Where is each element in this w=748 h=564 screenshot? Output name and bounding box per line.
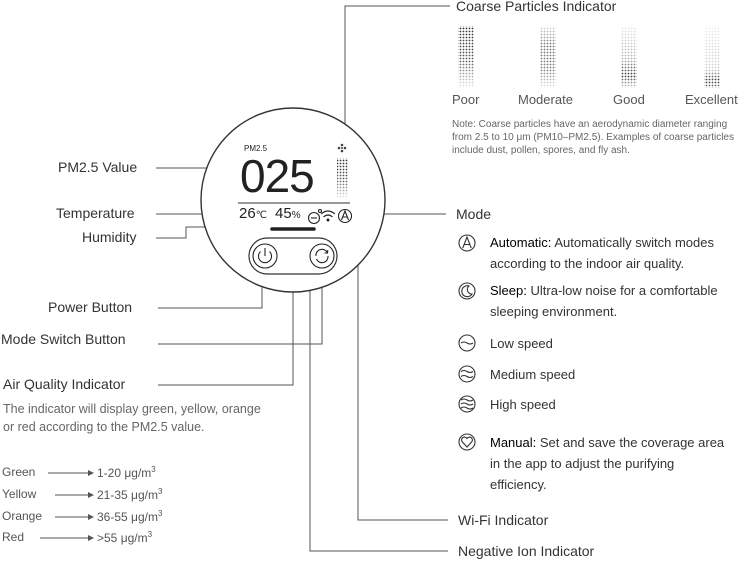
range-yellow: Yellow: [2, 487, 37, 501]
humidity-label: Humidity: [82, 229, 137, 245]
sleep-desc: Sleep: Ultra-low noise for a comfortable…: [490, 283, 718, 319]
level-poor-label: Poor: [452, 92, 480, 107]
device-panel: [200, 107, 386, 293]
manual-desc: Manual: Set and save the coverage area i…: [490, 435, 725, 492]
mode-switch-icon: [309, 243, 335, 269]
wifi-icon: [320, 210, 336, 222]
mode-switch-label: Mode Switch Button: [1, 331, 126, 347]
medium-speed-label: Medium speed: [490, 367, 576, 382]
negative-ion-icon: [307, 208, 323, 225]
power-button-label: Power Button: [48, 299, 133, 315]
level-moderate-label: Moderate: [518, 92, 573, 107]
auto-mode-icon: [337, 208, 353, 224]
pm-value: 025: [240, 150, 315, 202]
air-quality-desc: The indicator will display green, yellow…: [3, 402, 261, 434]
high-speed-icon: [458, 395, 476, 413]
power-icon: [252, 243, 278, 269]
device-coarse-bar: [337, 143, 347, 153]
ion-leader: [309, 220, 448, 552]
medium-speed-icon: [458, 365, 476, 383]
level-good-label: Good: [613, 92, 645, 107]
low-speed-icon: [458, 334, 476, 352]
range-red-value: >55 μg/m3: [97, 530, 153, 545]
button-pill: [248, 237, 338, 275]
level-excellent-label: Excellent: [685, 92, 738, 107]
humidity-readout: 45%: [275, 205, 301, 222]
mode-switch-leader: [158, 270, 323, 345]
coarse-indicator-title: Coarse Particles Indicator: [456, 0, 617, 14]
low-speed-label: Low speed: [490, 336, 553, 351]
temperature-label: Temperature: [56, 205, 135, 221]
automatic-desc: Automatic: Automatically switch modes ac…: [490, 235, 714, 271]
negative-ion-label: Negative Ion Indicator: [458, 543, 595, 559]
range-green-value: 1-20 μg/m3: [97, 465, 156, 480]
pm-label: PM2.5: [244, 144, 268, 153]
wifi-indicator-label: Wi-Fi Indicator: [458, 512, 549, 528]
mode-title: Mode: [456, 206, 492, 222]
high-speed-label: High speed: [490, 397, 556, 412]
range-orange-value: 36-55 μg/m3: [97, 509, 163, 524]
manual-icon: [458, 433, 476, 451]
range-orange: Orange: [2, 509, 43, 523]
air-quality-label: Air Quality Indicator: [3, 376, 126, 392]
pm-value-label: PM2.5 Value: [58, 159, 138, 175]
sleep-icon: [458, 282, 476, 300]
temperature-readout: 26℃: [239, 205, 267, 222]
range-red: Red: [2, 530, 25, 544]
coarse-note: Note: Coarse particles have an aerodynam…: [452, 119, 734, 156]
coarse-leader: [344, 5, 450, 150]
range-green: Green: [2, 465, 36, 479]
range-yellow-value: 21-35 μg/m3: [97, 487, 163, 502]
automatic-icon: [458, 234, 476, 252]
